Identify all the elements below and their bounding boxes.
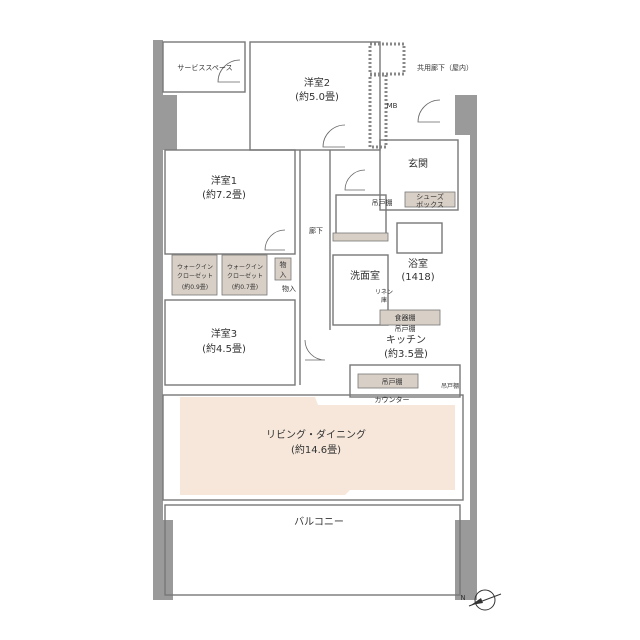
label-wic1-2: クローゼット: [177, 272, 213, 280]
structural-columns: [153, 40, 477, 600]
label-wic1-1: ウォークイン: [177, 263, 213, 271]
label-western3: 洋室3: [211, 327, 237, 340]
label-bath: 浴室: [408, 257, 428, 270]
label-closet-b: 物入: [282, 284, 296, 293]
label-kitchen-size: (約3.5畳): [384, 347, 428, 360]
label-washroom: 洗面室: [350, 269, 380, 282]
living-dining-area: [180, 397, 455, 495]
label-wic2-3: (約0.7畳): [232, 283, 258, 291]
label-linen-1: リネン: [375, 289, 393, 296]
label-dish-cabinet: 食器棚: [395, 313, 416, 322]
label-living-dining-size: (約14.6畳): [291, 443, 341, 456]
label-entrance: 玄関: [408, 157, 428, 170]
doors: [217, 59, 441, 361]
storage: [171, 191, 456, 389]
label-common-corridor: 共用廊下（屋内）: [417, 63, 473, 72]
room-labels: サービススペース 洋室2 (約5.0畳) 共用廊下（屋内） MB 玄関 シューズ…: [177, 63, 473, 528]
label-balcony: バルコニー: [294, 516, 344, 528]
label-toilet-cabinet: 吊戸棚: [372, 198, 393, 207]
label-shoebox-1: シューズ: [416, 192, 444, 201]
label-mb: MB: [387, 102, 398, 110]
label-linen-2: 庫: [381, 296, 387, 304]
label-western1: 洋室1: [211, 174, 237, 187]
walls: [162, 41, 464, 596]
label-service-space: サービススペース: [177, 63, 232, 72]
label-western2: 洋室2: [304, 76, 330, 89]
label-kitchen: キッチン: [386, 334, 426, 346]
label-closet-a-1: 物: [280, 260, 287, 269]
label-wall-cabinet: 吊戸棚: [395, 324, 416, 333]
label-wic2-1: ウォークイン: [227, 263, 263, 271]
label-wic2-2: クローゼット: [227, 272, 263, 280]
compass-icon: N: [460, 589, 502, 611]
compass-north-label: N: [460, 594, 465, 602]
label-western3-size: (約4.5畳): [202, 342, 246, 355]
label-western1-size: (約7.2畳): [202, 188, 246, 201]
label-counter-cabinet: 吊戸棚: [382, 377, 403, 386]
label-wic1-3: (約0.9畳): [182, 283, 208, 291]
label-western2-size: (約5.0畳): [295, 90, 339, 103]
label-living-dining: リビング・ダイニング: [266, 428, 366, 441]
label-counter: カウンター: [375, 395, 410, 404]
label-shoebox-2: ボックス: [416, 201, 444, 209]
label-bath-size: (1418): [401, 272, 434, 283]
label-closet-a-2: 入: [280, 271, 287, 279]
label-hallway: 廊下: [309, 226, 323, 235]
label-side-cabinet: 吊戸棚: [441, 382, 459, 390]
